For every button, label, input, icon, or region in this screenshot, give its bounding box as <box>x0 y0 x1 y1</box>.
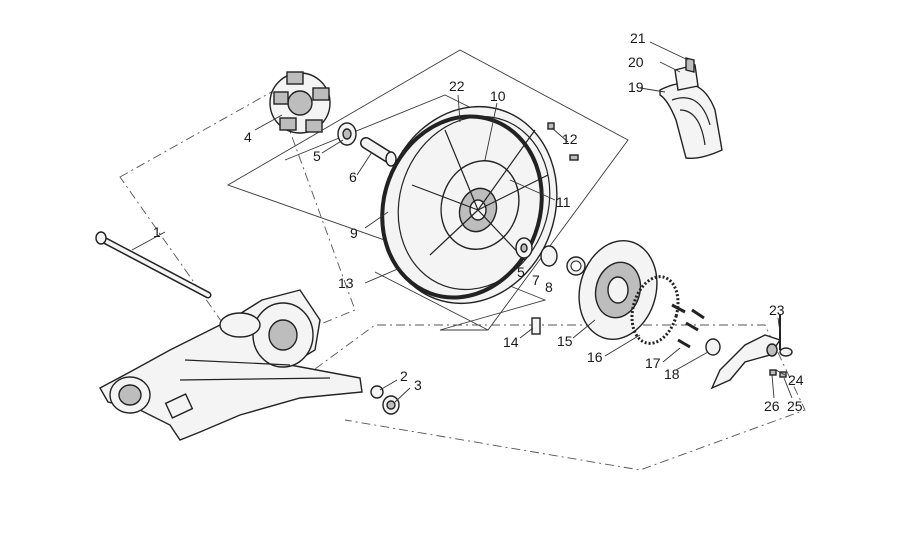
callout-11: 11 <box>556 194 571 210</box>
callout-14: 14 <box>503 334 519 350</box>
callout-10: 10 <box>490 88 506 104</box>
callout-26: 26 <box>764 398 780 414</box>
callout-2: 2 <box>400 368 408 384</box>
brake-disc <box>578 240 658 340</box>
callout-13: 13 <box>338 275 354 291</box>
callout-23: 23 <box>769 302 785 318</box>
callout-25: 25 <box>787 398 803 414</box>
callout-16: 16 <box>587 349 603 365</box>
callout-19: 19 <box>628 79 644 95</box>
callout-8: 8 <box>545 279 553 295</box>
bearing-top <box>337 122 357 146</box>
callout-24: 24 <box>788 372 804 388</box>
spacer-14 <box>531 317 541 335</box>
cush-drive-rubber <box>269 71 331 134</box>
callout-12: 12 <box>562 131 578 147</box>
swingarm <box>99 289 363 441</box>
callout-1: 1 <box>153 224 161 240</box>
rear-axle <box>95 231 212 299</box>
wheel-bottom-frame <box>374 271 489 331</box>
lower-dash-frame <box>299 324 806 471</box>
callout-20: 20 <box>628 54 644 70</box>
callout-7: 7 <box>532 272 540 288</box>
bearing-seal-right <box>515 237 586 276</box>
bushing-18 <box>705 338 721 356</box>
callout-5-top: 5 <box>313 148 321 164</box>
spacer-tube <box>360 137 397 167</box>
swingarm-bearing-seal <box>370 385 400 415</box>
abs-tone-ring <box>630 275 680 345</box>
callout-6: 6 <box>349 169 357 185</box>
valve-parts <box>547 122 579 161</box>
callout-17: 17 <box>645 355 661 371</box>
leader-lines <box>131 41 793 403</box>
callout-labels: 1 2 3 4 5 5 6 7 8 9 10 11 12 13 14 15 16… <box>153 30 804 414</box>
disc-screws <box>671 303 705 349</box>
callout-22: 22 <box>449 78 465 94</box>
abs-sensor-bracket <box>710 315 793 390</box>
callout-21: 21 <box>630 30 646 46</box>
callout-3: 3 <box>414 377 422 393</box>
callout-4: 4 <box>244 129 252 145</box>
tyre-section <box>659 57 723 160</box>
rear-wheel <box>380 105 558 305</box>
callout-5-right: 5 <box>517 264 525 280</box>
callout-9: 9 <box>350 225 358 241</box>
callout-15: 15 <box>557 333 573 349</box>
callout-18: 18 <box>664 366 680 382</box>
